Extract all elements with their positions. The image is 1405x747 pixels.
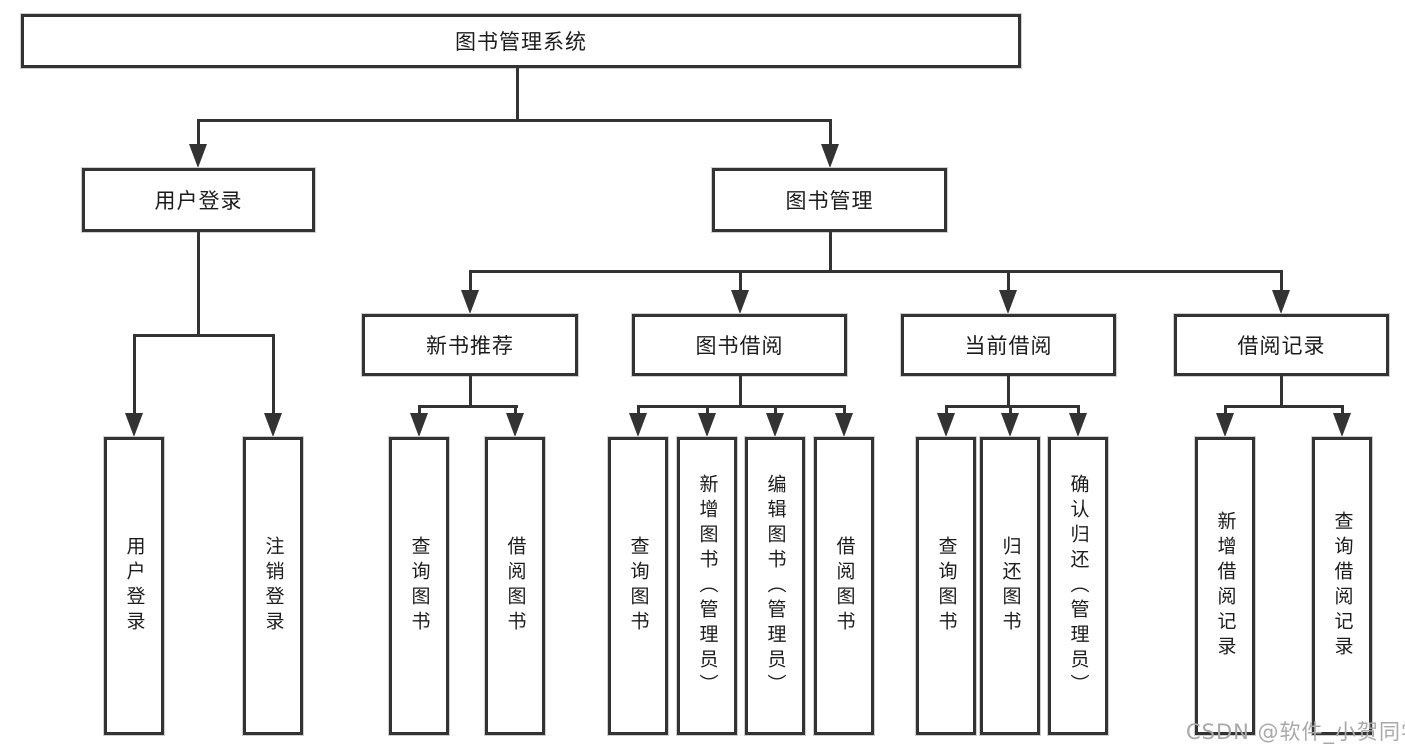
connector-line [945, 405, 948, 417]
leaf-borrow-query-books-label: 查询图书 [627, 536, 650, 636]
connector-line [945, 405, 1080, 408]
arrowhead-icon [1216, 413, 1234, 437]
arrowhead-icon [1069, 413, 1087, 437]
arrowhead-icon [410, 413, 428, 437]
leaf-current-confirm-return-admin-label: 确认归还（管理员） [1067, 473, 1090, 699]
arrowhead-icon [1333, 413, 1351, 437]
arrowhead-icon [1001, 413, 1019, 437]
connector-line [706, 405, 709, 417]
leaf-borrow-add-books-admin-label: 新增图书（管理员） [696, 473, 719, 699]
leaf-borrow-edit-books-admin-label: 编辑图书（管理员） [764, 473, 787, 699]
leaf-logout-label: 注销登录 [262, 536, 285, 636]
connector-line [774, 405, 777, 417]
leaf-borrow-borrow-books-label: 借阅图书 [833, 536, 856, 636]
node-borrow-records: 借阅记录 [1174, 314, 1389, 376]
arrowhead-icon [506, 413, 524, 437]
leaf-newrec-borrow-books-label: 借阅图书 [504, 536, 527, 636]
arrowhead-icon [698, 413, 716, 437]
connector-line [1007, 376, 1010, 408]
arrowhead-icon [461, 290, 479, 314]
leaf-records-query-record: 查询借阅记录 [1312, 437, 1372, 735]
connector-line [1224, 405, 1344, 408]
connector-line [739, 376, 742, 408]
connector-line [133, 334, 136, 417]
leaf-records-query-record-label: 查询借阅记录 [1331, 511, 1354, 661]
leaf-user-login-label: 用户登录 [123, 536, 146, 636]
leaf-records-add-record: 新增借阅记录 [1195, 437, 1255, 735]
leaf-newrec-borrow-books: 借阅图书 [485, 437, 545, 735]
leaf-newrec-query-books-label: 查询图书 [408, 536, 431, 636]
arrowhead-icon [766, 413, 784, 437]
arrowhead-icon [731, 290, 749, 314]
connector-line [829, 119, 832, 148]
connector-line [197, 232, 200, 337]
node-user-login-label: 用户登录 [154, 189, 243, 213]
connector-line [637, 405, 640, 417]
leaf-borrow-add-books-admin: 新增图书（管理员） [677, 437, 737, 735]
connector-line [514, 405, 517, 417]
arrowhead-icon [999, 290, 1017, 314]
leaf-borrow-edit-books-admin: 编辑图书（管理员） [745, 437, 805, 735]
node-new-book-rec-label: 新书推荐 [426, 334, 514, 358]
connector-line [843, 405, 846, 417]
connector-line [418, 405, 421, 417]
connector-line [1341, 405, 1344, 417]
leaf-current-confirm-return-admin: 确认归还（管理员） [1048, 437, 1108, 735]
connector-line [829, 232, 832, 273]
leaf-newrec-query-books: 查询图书 [389, 437, 449, 735]
leaf-current-return-books-label: 归还图书 [999, 536, 1022, 636]
node-new-book-rec: 新书推荐 [362, 314, 578, 376]
connector-line [1009, 405, 1012, 417]
arrowhead-icon [821, 144, 839, 168]
node-root-label: 图书管理系统 [455, 30, 587, 54]
connector-line [469, 270, 472, 294]
node-user-login: 用户登录 [82, 168, 315, 232]
node-root: 图书管理系统 [21, 14, 1021, 68]
connector-line [197, 119, 200, 148]
node-book-borrow-label: 图书借阅 [695, 334, 784, 358]
connector-line [637, 405, 846, 408]
leaf-records-add-record-label: 新增借阅记录 [1214, 511, 1237, 661]
arrowhead-icon [629, 413, 647, 437]
connector-line [516, 68, 519, 122]
connector-line [1077, 405, 1080, 417]
leaf-current-query-books: 查询图书 [916, 437, 976, 735]
leaf-current-return-books: 归还图书 [980, 437, 1040, 735]
connector-line [469, 270, 1283, 273]
leaf-current-query-books-label: 查询图书 [935, 536, 958, 636]
node-book-borrow: 图书借阅 [632, 314, 847, 376]
connector-line [1280, 270, 1283, 294]
arrowhead-icon [1272, 290, 1290, 314]
leaf-logout: 注销登录 [243, 437, 303, 735]
watermark: CSDN @软件_小贺同学 [1186, 720, 1405, 744]
leaf-user-login: 用户登录 [104, 437, 164, 735]
connector-line [739, 270, 742, 294]
leaf-borrow-borrow-books: 借阅图书 [814, 437, 874, 735]
arrowhead-icon [125, 413, 143, 437]
node-current-borrow: 当前借阅 [901, 314, 1116, 376]
arrowhead-icon [937, 413, 955, 437]
connector-line [133, 334, 275, 337]
leaf-borrow-query-books: 查询图书 [608, 437, 668, 735]
node-current-borrow-label: 当前借阅 [964, 334, 1053, 358]
connector-line [1007, 270, 1010, 294]
connector-line [1224, 405, 1227, 417]
connector-line [272, 334, 275, 417]
arrowhead-icon [264, 413, 282, 437]
node-book-mgmt: 图书管理 [712, 168, 947, 232]
arrowhead-icon [835, 413, 853, 437]
connector-line [418, 405, 518, 408]
connector-line [197, 119, 832, 122]
connector-line [1280, 376, 1283, 408]
node-borrow-records-label: 借阅记录 [1237, 334, 1326, 358]
arrowhead-icon [189, 144, 207, 168]
node-book-mgmt-label: 图书管理 [785, 189, 874, 213]
connector-line [469, 376, 472, 408]
